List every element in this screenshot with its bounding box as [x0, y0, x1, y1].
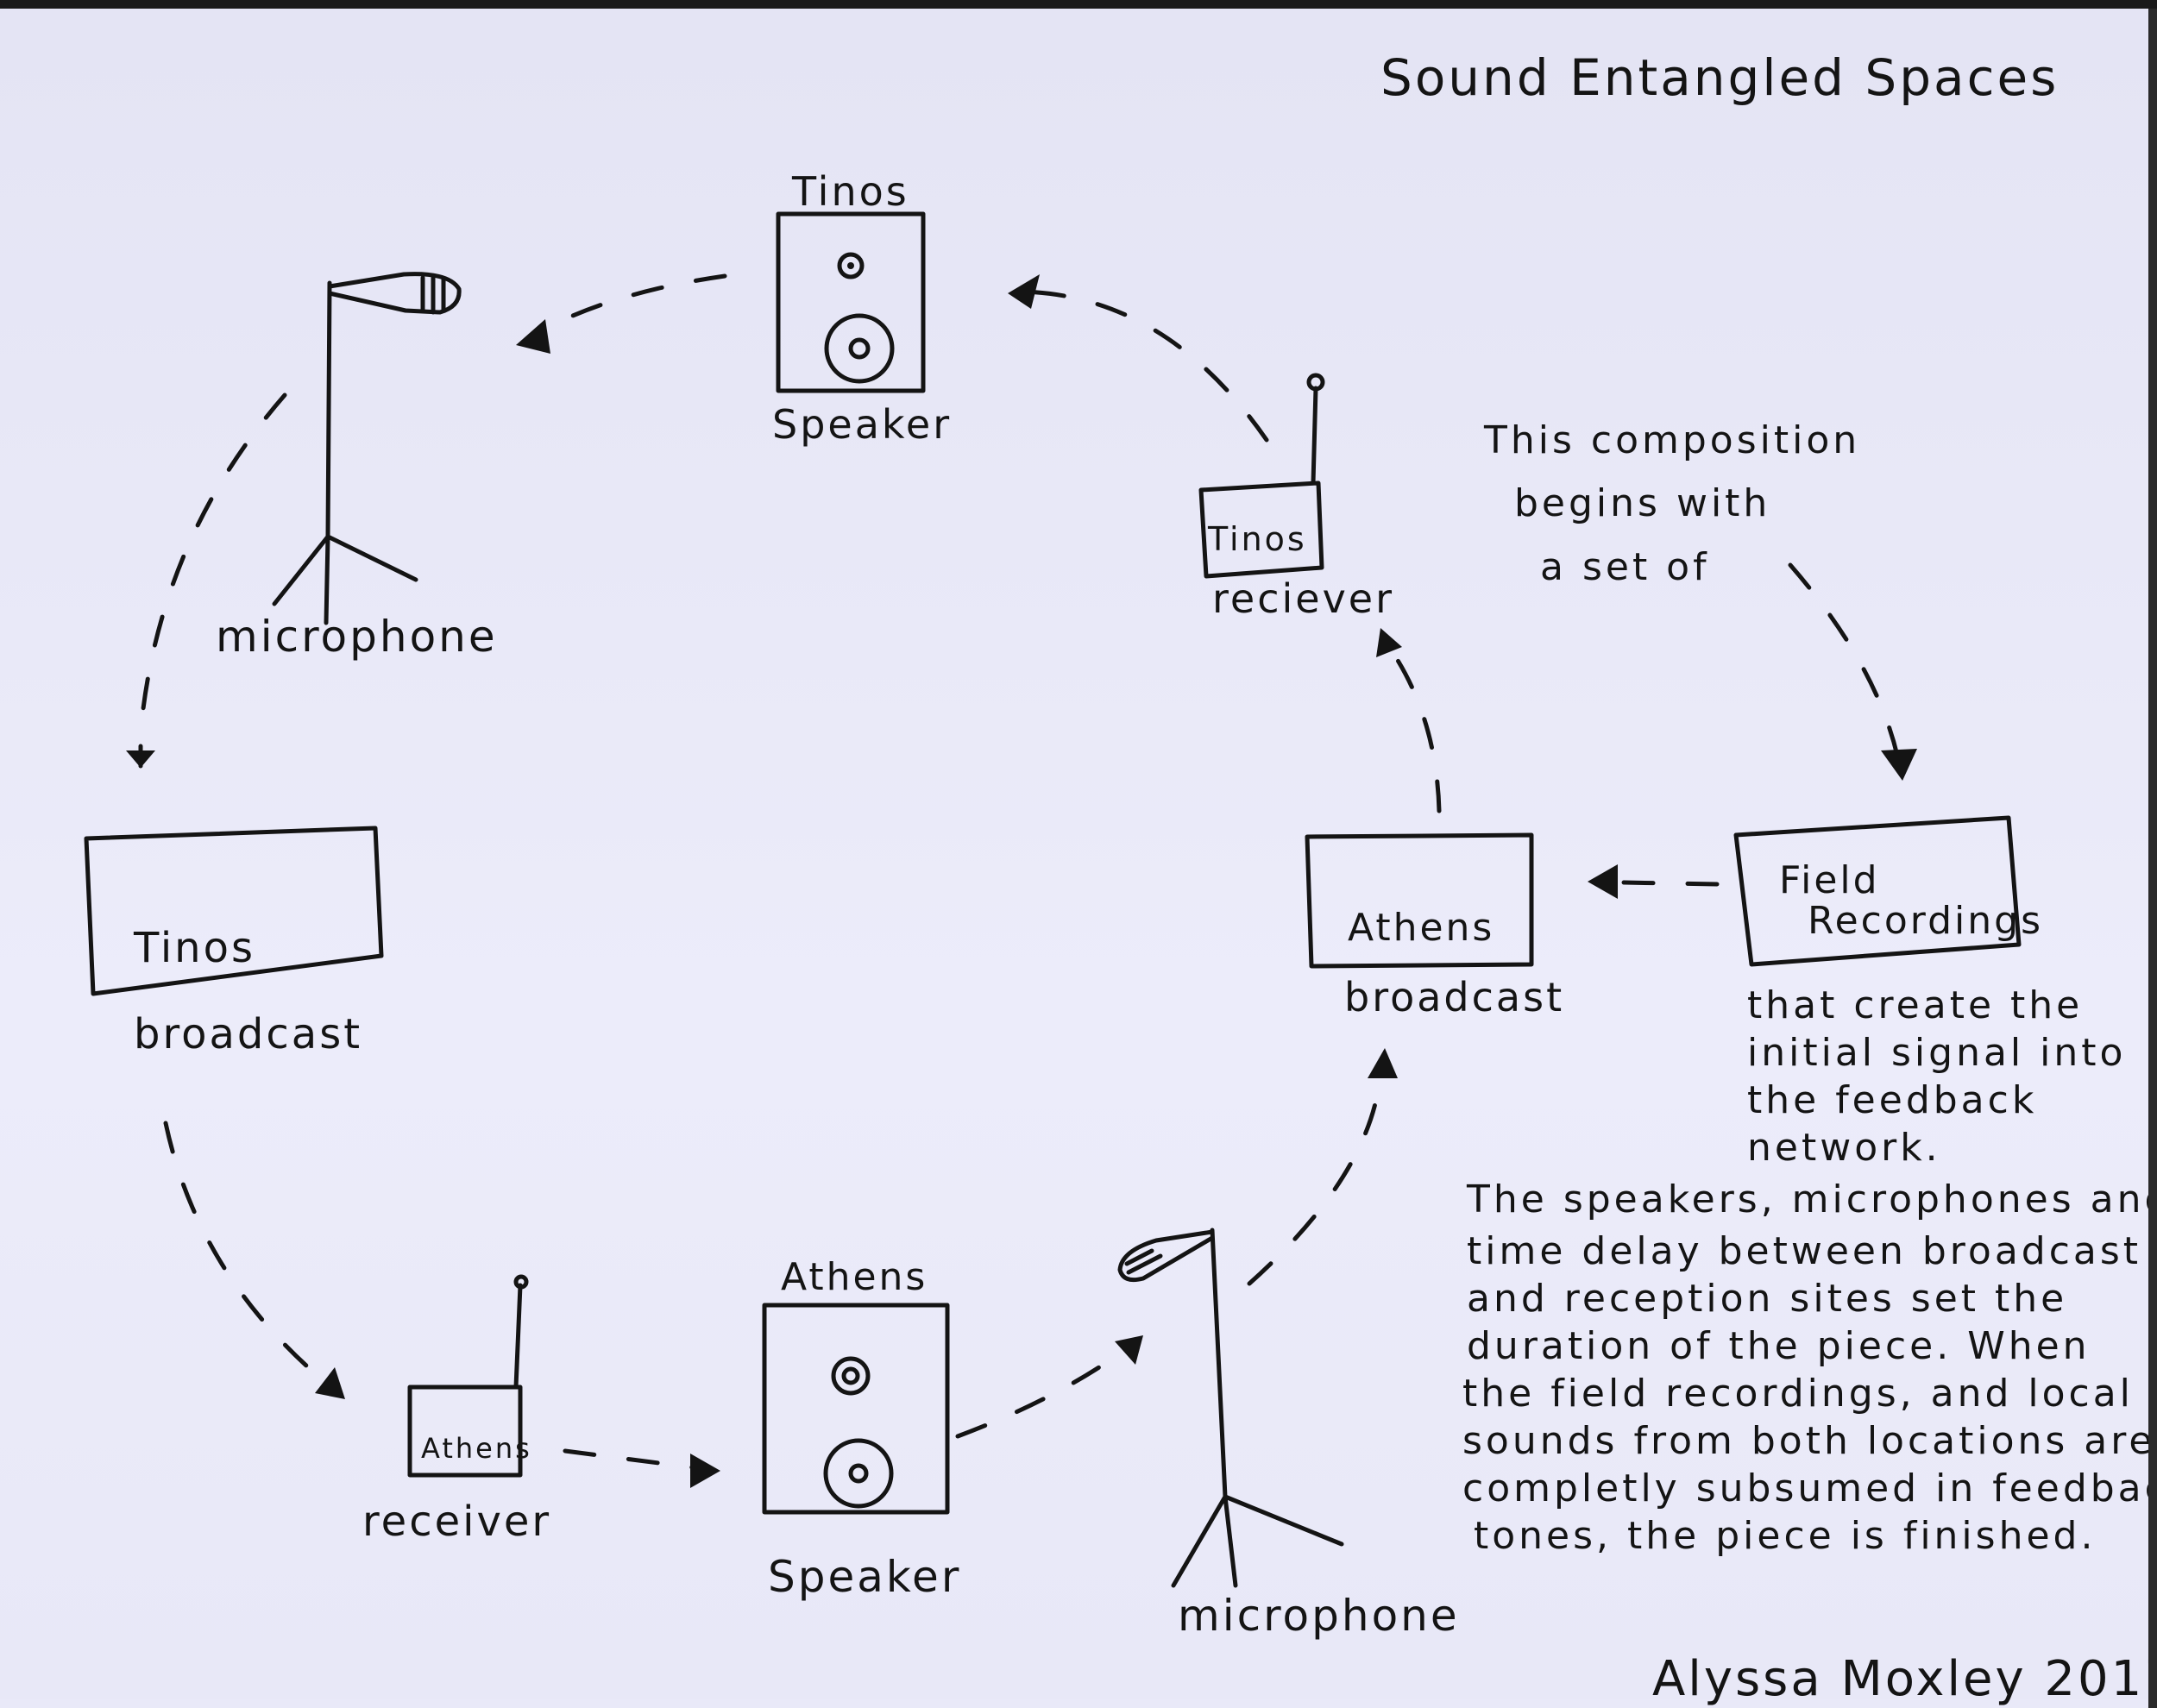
arrow-head	[516, 319, 550, 354]
athens-speaker-top-label: Athens	[781, 1255, 928, 1299]
tinos-microphone: microphone	[216, 272, 498, 662]
arrow-head	[1588, 864, 1618, 899]
receiver-box	[407, 1385, 523, 1478]
antenna-icon	[513, 1283, 523, 1390]
tweeter-icon	[837, 252, 865, 279]
athens-speaker-bottom-label: Speaker	[768, 1552, 961, 1602]
tinos-receiver-label: reciever	[1212, 575, 1394, 622]
arrow-head	[1008, 274, 1040, 309]
athens-broadcast-box-label: Athens	[1348, 906, 1494, 950]
athens-broadcast: Athens broadcast	[1305, 832, 1564, 1020]
speaker-cabinet	[776, 211, 926, 393]
scan-edge	[2148, 9, 2157, 1708]
speaker-cabinet	[762, 1303, 950, 1515]
intro-line: a set of	[1540, 545, 1710, 589]
athens-receiver: Athens receiver	[362, 1274, 551, 1546]
explanation-note: The speakers, microphones and time delay…	[1462, 1177, 2157, 1558]
receiver-box	[1198, 480, 1324, 579]
arrow-head	[690, 1454, 720, 1488]
arrow-intro-to-field	[1788, 562, 1901, 762]
tinos-speaker-top-label: Tinos	[791, 168, 909, 215]
field-recordings-line2: Recordings	[1808, 899, 2043, 943]
microphone-icon	[327, 272, 462, 315]
arrow-receiver-to-speaker	[563, 1448, 701, 1471]
woofer-icon	[823, 1438, 894, 1509]
tweeter-icon	[831, 1356, 871, 1396]
arrow-field-to-broadcast	[1619, 880, 1720, 887]
intro-line: begins with	[1514, 481, 1770, 525]
arrow-head	[1115, 1335, 1143, 1365]
field-recordings-line1: Field	[1779, 858, 1880, 902]
field-recordings-box	[1733, 815, 2022, 967]
arrow-speaker-to-mic	[525, 273, 727, 341]
explanation-line: sounds from both locations are	[1462, 1419, 2155, 1463]
explanation-line: the field recordings, and local	[1462, 1372, 2134, 1416]
athens-receiver-label: receiver	[362, 1498, 551, 1546]
arrow-head	[1368, 1048, 1398, 1078]
antenna-icon	[1311, 386, 1318, 486]
woofer-icon	[824, 313, 895, 384]
broadcast-box	[1305, 832, 1534, 969]
tinos-broadcast: Tinos broadcast	[84, 826, 384, 1058]
arrow-head	[315, 1367, 345, 1399]
arrow-receiver-to-speaker	[1016, 289, 1269, 443]
intro-note: This composition begins with a set of	[1483, 418, 1860, 589]
tinos-microphone-label: microphone	[216, 612, 498, 662]
tinos-speaker-bottom-label: Speaker	[772, 401, 952, 448]
field-note-line: network.	[1747, 1126, 1941, 1170]
tinos-broadcast-box-label: Tinos	[133, 924, 255, 972]
flow-arrows	[126, 273, 1917, 1488]
diagram-title: Sound Entangled Spaces	[1380, 48, 2059, 107]
explanation-line: time delay between broadcast	[1467, 1229, 2141, 1273]
athens-broadcast-label: broadcast	[1344, 974, 1564, 1020]
microphone-icon	[1117, 1229, 1215, 1283]
tinos-receiver: Tinos reciever	[1198, 373, 1394, 622]
arrow-mic-to-broadcast	[1247, 1084, 1381, 1286]
arrow-head	[1376, 628, 1402, 657]
mic-tripod	[1171, 1494, 1344, 1588]
mic-stand	[325, 280, 332, 539]
broadcast-box	[84, 826, 384, 996]
tinos-broadcast-label: broadcast	[134, 1010, 362, 1058]
author-signature: Alyssa Moxley 2017	[1652, 1651, 2157, 1707]
athens-receiver-box-label: Athens	[421, 1432, 532, 1465]
explanation-line: The speakers, microphones and	[1466, 1177, 2157, 1221]
mic-stand	[1210, 1228, 1228, 1499]
athens-speaker: Athens Speaker	[762, 1255, 961, 1602]
field-note-line: the feedback	[1747, 1078, 2037, 1122]
intro-line: This composition	[1483, 418, 1860, 462]
arrow-mic-to-broadcast	[137, 392, 287, 744]
field-note-line: that create the	[1747, 983, 2083, 1027]
explanation-line: tones, the piece is finished.	[1474, 1514, 2096, 1558]
tinos-speaker: Tinos Speaker	[772, 168, 952, 448]
explanation-line: and reception sites set the	[1467, 1277, 2067, 1321]
mic-tripod	[272, 534, 418, 625]
field-note-line: initial signal into	[1747, 1031, 2126, 1075]
arrow-broadcast-to-receiver	[1387, 644, 1442, 813]
arrow-broadcast-to-receiver	[163, 1121, 330, 1387]
explanation-line: duration of the piece. When	[1467, 1324, 2091, 1368]
field-recordings: Field Recordings	[1733, 815, 2043, 967]
tinos-receiver-box-label: Tinos	[1207, 520, 1307, 558]
athens-microphone: microphone	[1117, 1228, 1460, 1641]
explanation-line: completly subsumed in feedback	[1462, 1466, 2157, 1510]
athens-microphone-label: microphone	[1178, 1591, 1460, 1641]
flow-diagram: Sound Entangled Spaces Tinos Speaker mic…	[84, 9, 2157, 1708]
arrow-head	[1881, 749, 1917, 781]
field-note: that create the initial signal into the …	[1747, 983, 2126, 1170]
arrow-speaker-to-mic	[955, 1343, 1133, 1439]
